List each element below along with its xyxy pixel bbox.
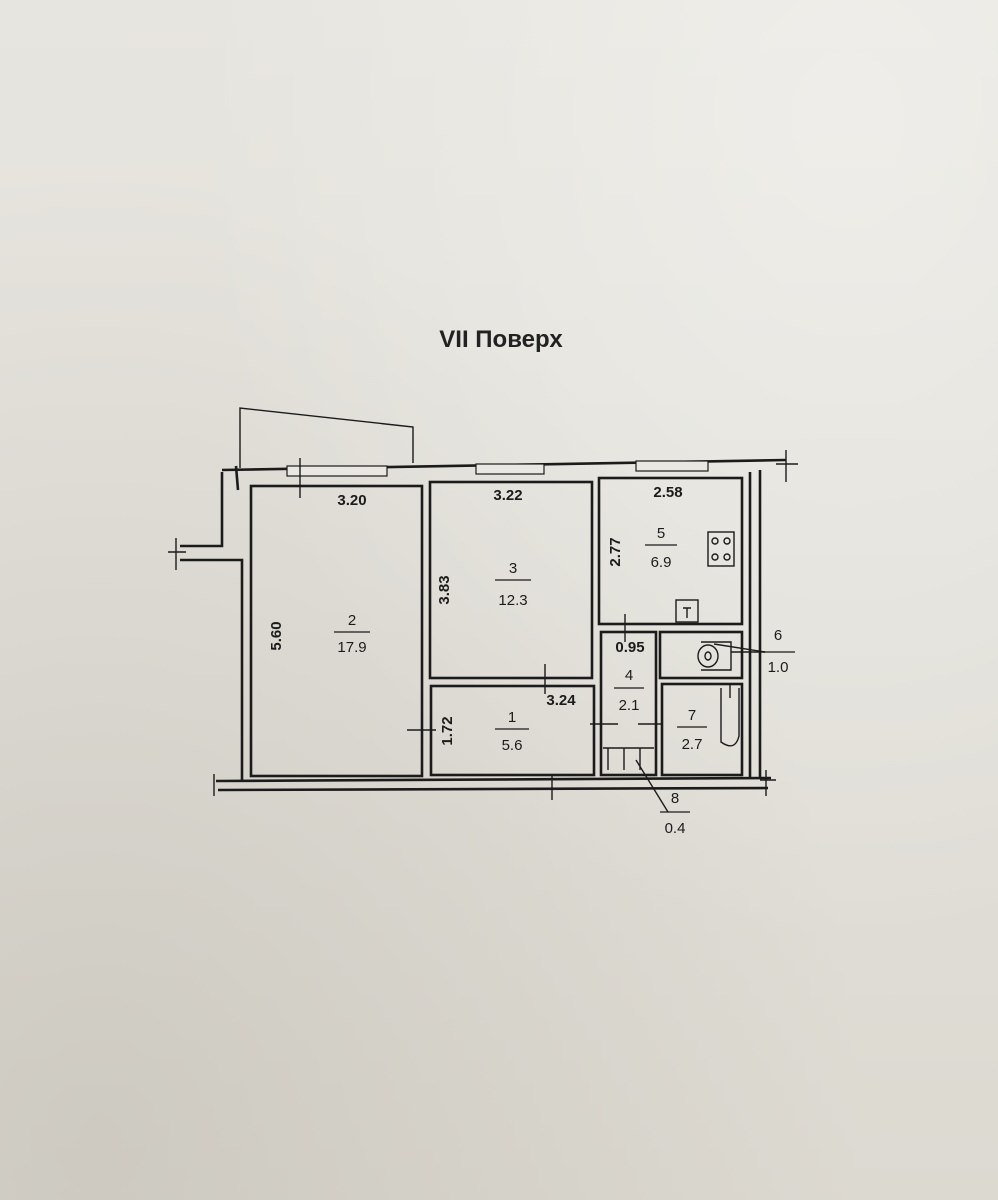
- dimension-room3-length: 3.83: [436, 575, 453, 604]
- bathtub-icon: [720, 684, 740, 747]
- svg-text:8: 8: [671, 790, 679, 807]
- room-3-outline: [428, 480, 594, 680]
- svg-text:17.9: 17.9: [337, 639, 366, 656]
- kitchen-sink-icon: [675, 599, 699, 623]
- room-4-outline: [599, 630, 658, 777]
- svg-text:0.4: 0.4: [665, 820, 686, 837]
- stove-icon: [707, 531, 735, 567]
- dimension-room5-width: 2.58: [653, 484, 682, 501]
- svg-text:4: 4: [625, 667, 633, 684]
- toilet-icon: [697, 641, 766, 671]
- svg-text:12.3: 12.3: [498, 592, 527, 609]
- room-4-label: 4 2.1: [614, 667, 644, 714]
- dimension-room4-width: 0.95: [615, 639, 644, 656]
- svg-text:2: 2: [348, 612, 356, 629]
- dimension-room3-width: 3.22: [493, 487, 522, 504]
- dimension-room1-length: 1.72: [439, 716, 456, 745]
- svg-text:6: 6: [774, 627, 782, 644]
- room-7-outline: [660, 682, 744, 777]
- room-5-outline: [597, 476, 744, 626]
- dimension-room1-width: 3.24: [546, 692, 576, 709]
- room-2-label: 2 17.9: [334, 612, 370, 656]
- svg-text:2.1: 2.1: [619, 697, 640, 714]
- svg-text:5.6: 5.6: [502, 737, 523, 754]
- svg-text:6.9: 6.9: [651, 554, 672, 571]
- svg-text:5: 5: [657, 525, 665, 542]
- svg-text:2.7: 2.7: [682, 736, 703, 753]
- door-marks: [407, 614, 662, 770]
- svg-text:3: 3: [509, 560, 517, 577]
- balcony: [239, 407, 414, 468]
- svg-text:7: 7: [688, 707, 696, 724]
- room-5-label: 5 6.9: [645, 525, 677, 571]
- dimension-room2-length: 5.60: [268, 621, 285, 650]
- room-3-label: 3 12.3: [495, 560, 531, 609]
- room-8-leader: [635, 759, 669, 813]
- floor-title: VII Поверх: [439, 326, 563, 353]
- svg-text:1.0: 1.0: [768, 659, 789, 676]
- room-6-outline: [658, 630, 744, 680]
- dimension-room2-width: 3.20: [337, 492, 366, 509]
- dimension-room5-length: 2.77: [607, 537, 624, 566]
- room-7-label: 7 2.7: [677, 707, 707, 753]
- windows: [286, 458, 709, 498]
- room-2-outline: [249, 484, 424, 778]
- room-8-label: 8 0.4: [660, 790, 690, 837]
- room-6-label: 6 1.0: [763, 627, 795, 676]
- room-1-label: 1 5.6: [495, 709, 529, 754]
- svg-text:1: 1: [508, 709, 516, 726]
